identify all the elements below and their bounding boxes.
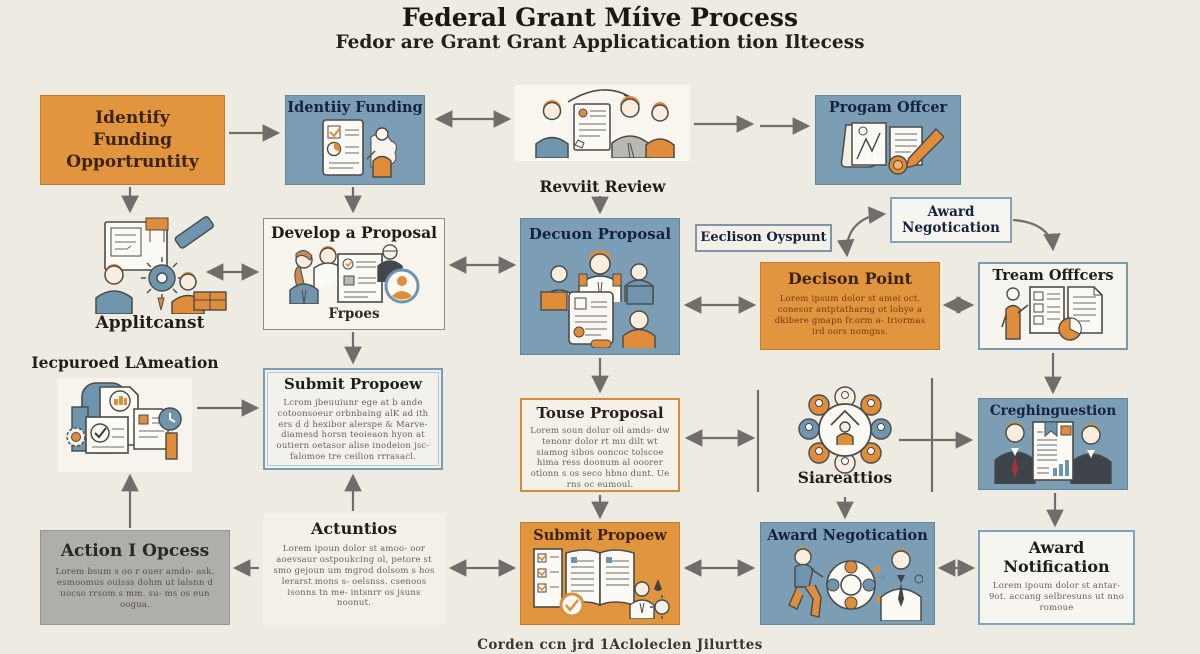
node-award-negotication-bottom: Award Negotication xyxy=(760,522,935,625)
committee-document-icon xyxy=(540,249,656,348)
node-label: Eeclison Oyspunt xyxy=(700,229,827,245)
arrow-curve-decison-awardneg xyxy=(836,206,887,258)
node-decuon-proposal: Decuon Proposal xyxy=(520,218,680,355)
node-actuntios: Actuntios Lorem ipoun dolor st amoo- oor… xyxy=(263,513,445,625)
node-develop-a-proposal: Develop a Proposal Frpoes xyxy=(263,218,445,330)
node-label: Award Negotication xyxy=(902,203,1000,236)
node-submit-propoew-top: Submit Propoew Lcrom jbeuuiunr ege at b … xyxy=(263,368,443,470)
node-tream-offfcers: Tream Offfcers xyxy=(978,262,1128,350)
node-label: Decison Point xyxy=(787,269,913,288)
page-subtitle: Fedor are Grant Grant Applicatication ti… xyxy=(335,32,865,53)
open-book-checklist-icon xyxy=(533,548,670,620)
node-label: Progam Offcer xyxy=(828,99,948,116)
node-body-text: Lorem bsum s oo r ouer amdo- ask. esmoom… xyxy=(55,567,215,610)
node-action-i-opcess: Action I Opcess Lorem bsum s oo r ouer a… xyxy=(40,530,230,625)
node-label: Touse Proposal xyxy=(536,404,664,422)
node-submit-propoew-bottom: Submit Propoew xyxy=(520,522,680,625)
node-label: Submit Propoew xyxy=(283,375,423,393)
label-siareattios: Siareattios xyxy=(797,468,893,487)
node-revviit-review-panel xyxy=(515,85,690,161)
node-label: Submit Propoew xyxy=(533,527,667,544)
presenter-documents-icon xyxy=(1001,286,1103,341)
label-iecpuroed-lameation: Iecpuroed LAmeation xyxy=(31,353,219,372)
node-award-negotication-top: Award Negotication xyxy=(890,197,1012,243)
node-sublabel: Frpoes xyxy=(328,306,380,323)
node-eeclison-oyspunt: Eeclison Oyspunt xyxy=(695,224,832,252)
node-label: Identify Funding Opportruntity xyxy=(66,107,199,173)
node-label: Decuon Proposal xyxy=(528,225,672,243)
reviewers-certificate-icon xyxy=(994,421,1112,484)
document-pencil-award-icon xyxy=(840,122,944,175)
label-applitcanst: Applitcanst xyxy=(95,313,205,333)
node-body-text: Lorem ipoun dolor st amoo- oor aoevsaur … xyxy=(273,544,435,609)
node-label: Creghinguestion xyxy=(989,403,1117,419)
node-label: Identiiy Funding xyxy=(287,99,423,116)
page-title: Federal Grant Míive Process xyxy=(401,3,799,32)
node-creghinguestion: Creghinguestion xyxy=(978,398,1128,490)
node-identiiy-funding: Identiiy Funding xyxy=(285,95,425,185)
peer-review-people-icon xyxy=(534,89,675,158)
arrow-curve-awardneg-tream xyxy=(1012,218,1061,252)
node-body-text: Lorem ipsum dolor st amei oct. conesor a… xyxy=(774,294,926,337)
node-decison-point: Decison Point Lorem ipsum dolor st amei … xyxy=(760,262,940,350)
node-progam-offcer: Progam Offcer xyxy=(815,95,961,185)
document-checklist-person-icon xyxy=(322,119,397,178)
bottom-caption: Corden ccn jrd 1Acloleclen Jilurttes xyxy=(477,637,763,653)
node-award-notification: Award Notification Lorem ipoum dolor st … xyxy=(978,530,1135,625)
node-touse-proposal: Touse Proposal Lorem soun dolur oil amds… xyxy=(520,398,680,492)
node-label: Award Negotication xyxy=(767,527,928,544)
node-label: Tream Offfcers xyxy=(992,267,1114,284)
node-body-text: Lorem soun dolur oil amds- dw tenonr dol… xyxy=(530,425,670,491)
node-body-text: Lorem ipoum dolor st antar- 9ot. accang … xyxy=(988,581,1125,614)
node-identify-funding-opportunity: Identify Funding Opportruntity xyxy=(40,95,225,185)
documents-check-clock-icon xyxy=(66,382,182,460)
node-label: Develop a Proposal xyxy=(270,223,438,242)
node-label: Award Notification xyxy=(1003,538,1110,577)
label-revviit-review: Revviit Review xyxy=(539,177,666,196)
negotiation-people-icon xyxy=(787,547,923,622)
node-label: Actuntios xyxy=(311,519,397,538)
team-document-icon xyxy=(289,244,420,305)
people-gear-tools-icon xyxy=(95,216,227,314)
people-circle-icon xyxy=(798,386,892,474)
node-body-text: Lcrom jbeuuiunr ege at b ande cotoonsoeu… xyxy=(276,397,430,463)
node-iecpuroed-icon-panel xyxy=(58,378,192,472)
node-label: Action I Opcess xyxy=(60,541,210,561)
